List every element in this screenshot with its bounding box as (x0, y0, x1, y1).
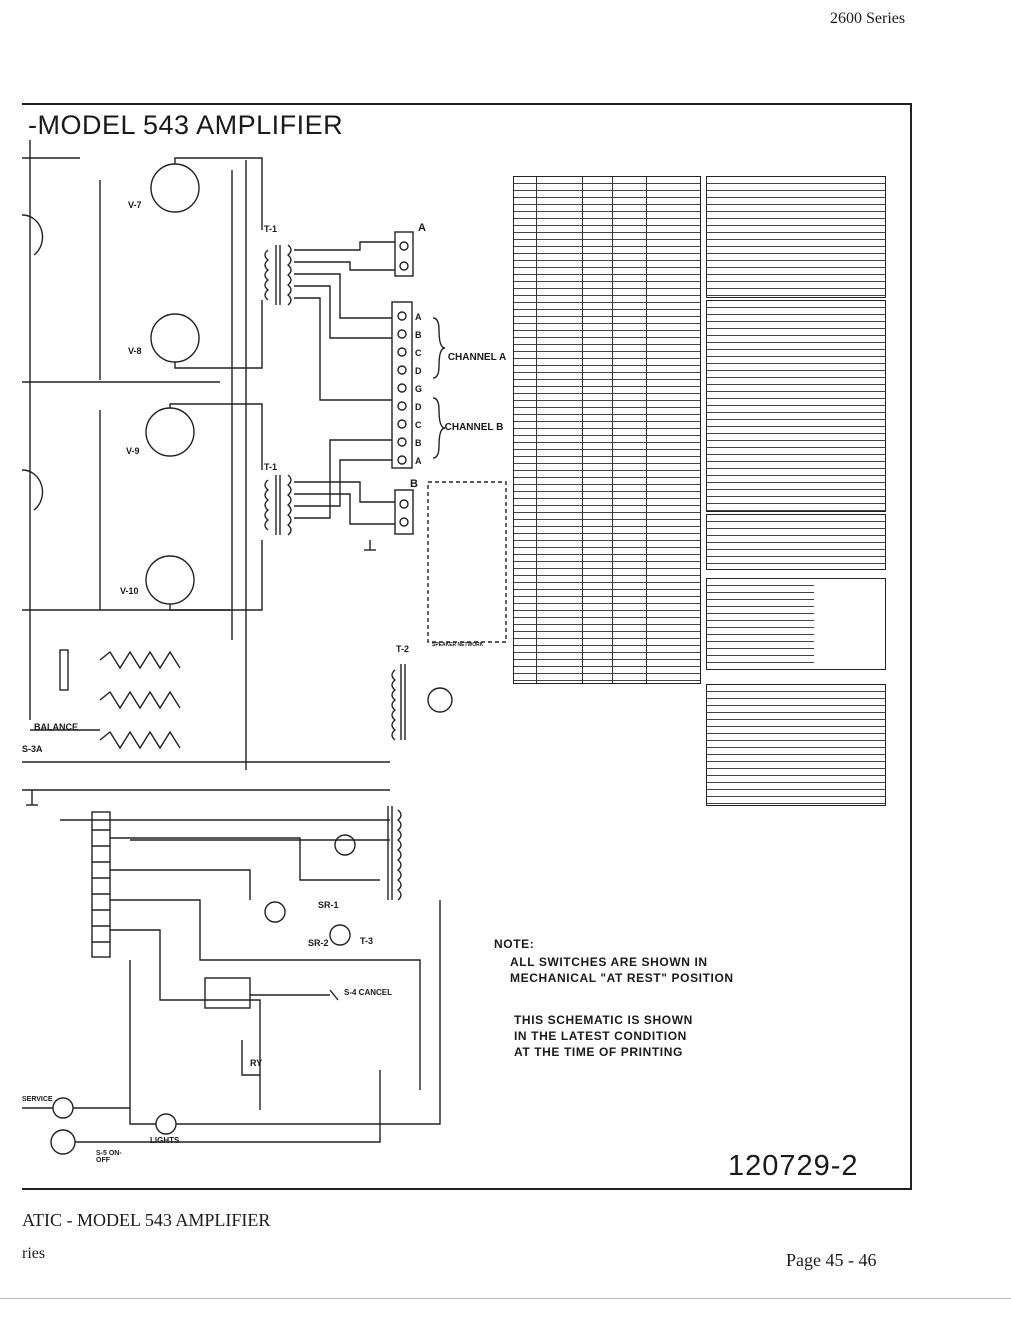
parts-table-misc (706, 684, 886, 806)
v9-label: V-9 (126, 446, 140, 456)
series-label: 2600 Series (830, 10, 906, 27)
parts-table-transformers (706, 578, 886, 670)
terminal-letter: A (415, 456, 422, 466)
t3-label: T-3 (360, 936, 374, 946)
sr1-label: SR-1 (318, 900, 339, 910)
schematic-frame (22, 103, 912, 1190)
terminal-letter: C (415, 348, 422, 358)
tube-v9 (145, 407, 195, 457)
series-fragment: ries (22, 1245, 46, 1262)
channel-b-label: CHANNEL B (444, 422, 504, 433)
t2-label: T-2 (396, 644, 410, 654)
v7-label: V-7 (128, 200, 142, 210)
speaker-network-label: SPEAKER NETWORK (432, 642, 484, 648)
v10-label: V-10 (120, 586, 139, 596)
v8-label: V-8 (128, 346, 142, 356)
page-number: Page 45 - 46 (786, 1250, 877, 1270)
note-line: AT THE TIME OF PRINTING (514, 1045, 683, 1059)
terminal-letter: D (415, 366, 422, 376)
drawing-number: 120729-2 (728, 1150, 859, 1182)
parts-table-capacitors-a (706, 176, 886, 298)
note-line: THIS SCHEMATIC IS SHOWN (514, 1013, 693, 1027)
parts-table-capacitors-b (706, 300, 886, 512)
tube-v7 (150, 163, 200, 213)
terminal-letter: B (415, 438, 422, 448)
terminal-b-label: B (410, 478, 418, 490)
cancel-switch-label: S-4 CANCEL (344, 988, 393, 997)
t1-upper-label: T-1 (264, 224, 278, 234)
on-off-switch-label: S-5 ON-OFF (96, 1150, 122, 1164)
terminal-letter: C (415, 420, 422, 430)
parts-table-resistors (513, 176, 701, 684)
tube-v8 (150, 313, 200, 363)
terminal-letter: D (415, 402, 422, 412)
lights-label: LIGHTS (150, 1136, 180, 1145)
note-heading: NOTE: (494, 937, 535, 951)
note-line: MECHANICAL "AT REST" POSITION (510, 971, 734, 985)
note-line: IN THE LATEST CONDITION (514, 1029, 687, 1043)
terminal-letter: A (415, 312, 422, 322)
sr2-label: SR-2 (308, 938, 329, 948)
s3a-label: S-3A (22, 744, 43, 754)
parts-table-switches (706, 514, 886, 570)
channel-a-label: CHANNEL A (447, 352, 507, 363)
terminal-letter: B (415, 330, 422, 340)
service-label: SERVICE (22, 1096, 53, 1103)
note-line: ALL SWITCHES ARE SHOWN IN (510, 955, 708, 969)
relay-label: RY (250, 1058, 263, 1068)
t1-lower-label: T-1 (264, 462, 278, 472)
tube-v10 (145, 555, 195, 605)
balance-label: BALANCE (34, 722, 78, 732)
schematic-title: -MODEL 543 AMPLIFIER (28, 110, 344, 140)
bottom-rule (0, 1298, 1011, 1299)
terminal-letter: G (415, 384, 423, 394)
page-caption: ATIC - MODEL 543 AMPLIFIER (22, 1210, 271, 1230)
terminal-a-label: A (418, 222, 426, 234)
